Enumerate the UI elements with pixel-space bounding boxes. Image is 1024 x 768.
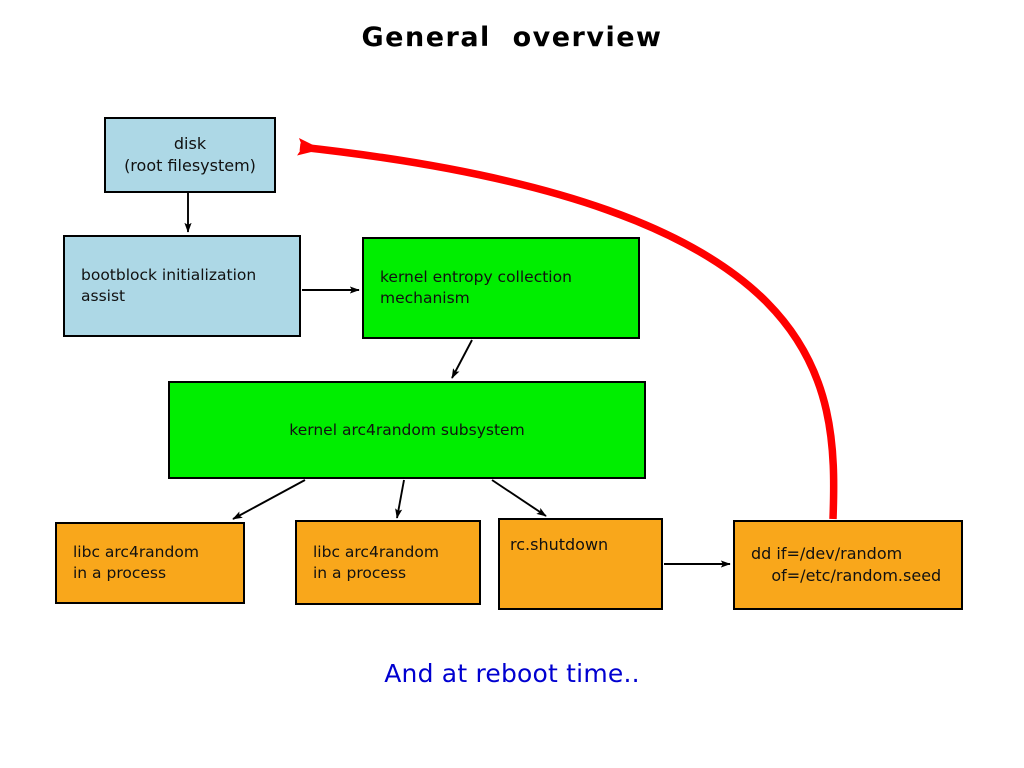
edge-arc4-to-libc1 [232,479,306,520]
node-kernel-entropy-collection-mechanism[interactable]: kernel entropy collection mechanism [362,237,640,339]
node-libc-arc4random-process-2[interactable]: libc arc4random in a process [295,520,481,605]
node-rcshutdown-label: rc.shutdown [510,535,609,554]
node-libc-arc4random-process-1[interactable]: libc arc4random in a process [55,522,245,604]
edge-entropy-to-arc4 [451,339,473,379]
node-dd-random-seed[interactable]: dd if=/dev/random of=/etc/random.seed [733,520,963,610]
node-libc1-label: libc arc4random in a process [73,543,199,582]
node-arc4-label: kernel arc4random subsystem [289,420,525,439]
node-disk-label: disk (root filesystem) [124,134,256,175]
node-kernel-arc4random-subsystem[interactable]: kernel arc4random subsystem [168,381,646,479]
edge-arc4-to-rcshutdown [491,479,547,517]
node-disk[interactable]: disk (root filesystem) [104,117,276,193]
node-entropy-label: kernel entropy collection mechanism [380,268,572,307]
node-bootblock-label: bootblock initialization assist [81,266,257,305]
edge-arc4-to-libc2 [395,479,405,519]
footer-note: And at reboot time.. [384,659,640,688]
node-ddseed-label: dd if=/dev/random of=/etc/random.seed [751,544,942,585]
page-title: General overview [361,22,663,53]
node-bootblock-initialization-assist[interactable]: bootblock initialization assist [63,235,301,337]
node-libc2-label: libc arc4random in a process [313,542,439,582]
node-rc-shutdown[interactable]: rc.shutdown [498,518,663,610]
